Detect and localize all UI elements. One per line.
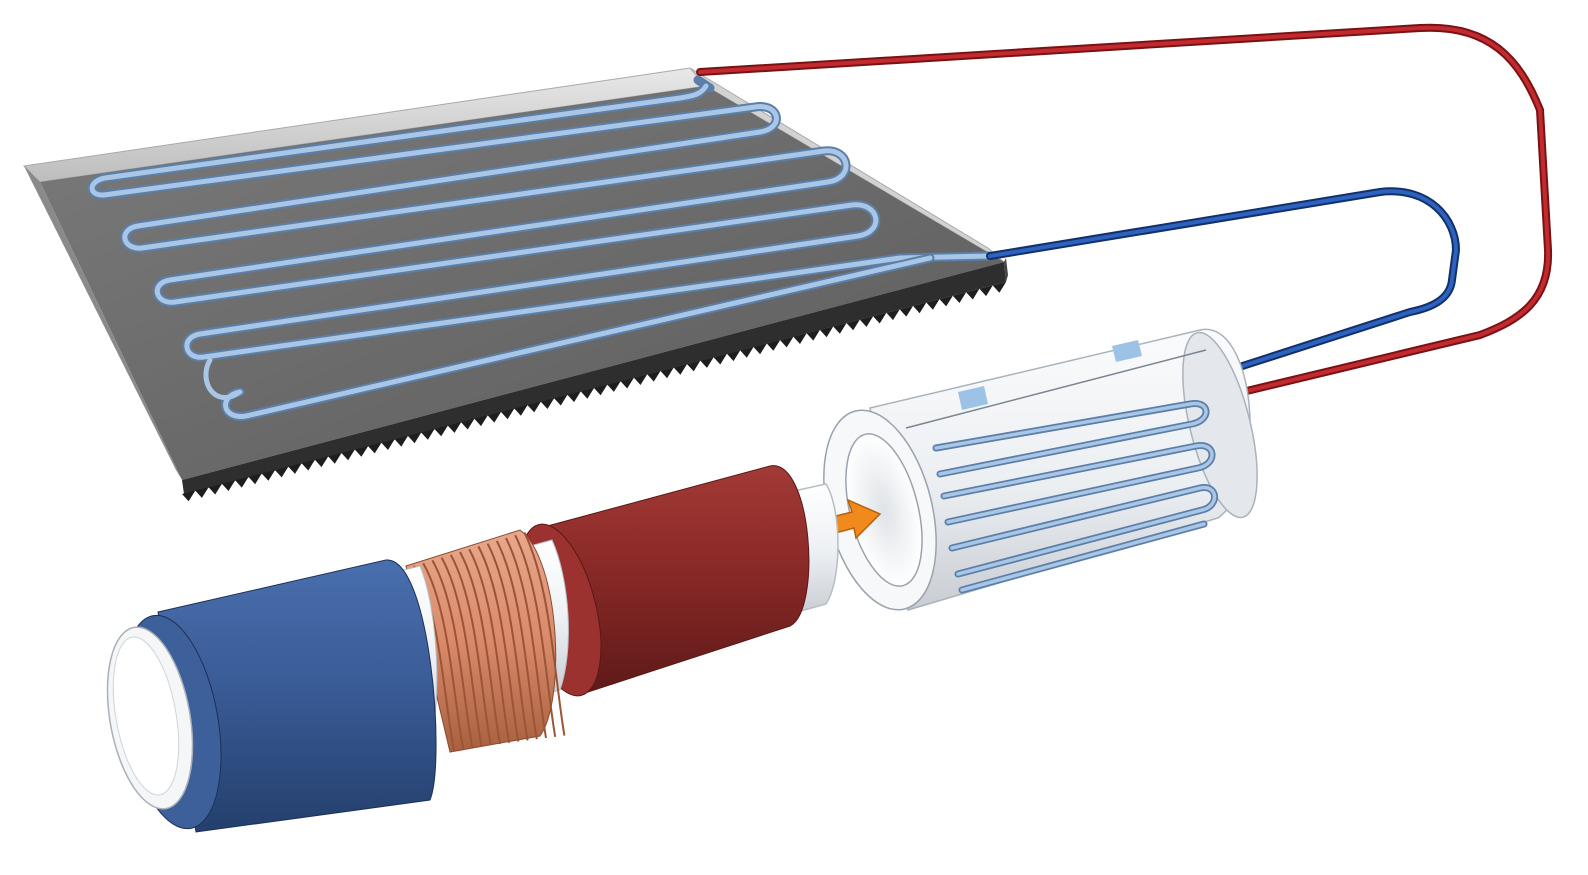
cooling-sleeve bbox=[823, 328, 1258, 611]
sleeve-tab bbox=[1112, 340, 1142, 362]
cold-line bbox=[986, 187, 1461, 374]
copper-coil bbox=[405, 529, 566, 753]
coil-turn bbox=[431, 559, 474, 748]
heat-exchanger-plate bbox=[22, 67, 1008, 502]
rod-end-cap bbox=[106, 626, 194, 810]
serration-teeth bbox=[182, 282, 1006, 502]
coil-turn bbox=[523, 531, 566, 736]
coil-turn bbox=[514, 534, 557, 737]
serpentine-tube bbox=[87, 75, 993, 421]
serrated-edge bbox=[182, 262, 1006, 494]
coil-turn bbox=[477, 545, 520, 742]
sleeve-tab bbox=[958, 386, 988, 410]
sleeve-serpentine bbox=[932, 400, 1218, 594]
coil-turn bbox=[422, 562, 465, 749]
coil-turn bbox=[449, 554, 492, 746]
coil-turn bbox=[459, 551, 501, 745]
hot-line bbox=[696, 23, 1553, 399]
magnet-rod-assembly bbox=[106, 465, 839, 833]
coil-turn bbox=[495, 540, 538, 740]
coil-turn bbox=[468, 548, 511, 743]
coil-turn bbox=[505, 537, 547, 739]
coil-turn bbox=[486, 543, 529, 741]
coil-turn bbox=[440, 557, 483, 747]
